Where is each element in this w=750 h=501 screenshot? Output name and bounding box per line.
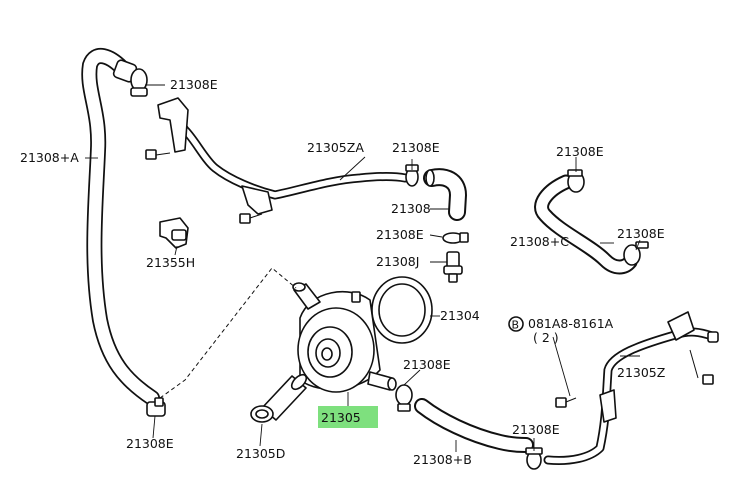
label-21308e-top[interactable]: 21308E [170, 77, 218, 92]
assembly-guide-line [159, 267, 297, 399]
hose-21308b[interactable] [414, 398, 534, 453]
label-21308a[interactable]: 21308+A [20, 150, 79, 165]
clamp-21308e-bottom-left[interactable] [146, 397, 166, 417]
part-highlight [318, 406, 378, 428]
bolt-callout[interactable]: B 081A8-8161A ( 2 ) [508, 316, 614, 345]
pipe-21305za[interactable] [157, 97, 410, 215]
bolt-icon [239, 213, 263, 224]
clamp-21308e-right-top[interactable] [567, 169, 585, 193]
bolt-icon [555, 397, 577, 408]
leader-lines [85, 84, 641, 452]
oil-cooler-21305[interactable] [292, 282, 397, 393]
connector-21305d[interactable] [250, 372, 309, 423]
hose-21308c[interactable] [534, 174, 638, 275]
label-21305[interactable]: 21305 [321, 410, 361, 425]
label-21308[interactable]: 21308 [391, 201, 431, 216]
clamp-21308e-right-bottom[interactable] [623, 241, 649, 266]
label-21308e-right-top[interactable]: 21308E [556, 144, 604, 159]
label-21308b[interactable]: 21308+B [413, 452, 472, 467]
label-21308c[interactable]: 21308+C [510, 234, 569, 249]
label-21308e-bottom-left[interactable]: 21308E [126, 436, 174, 451]
clamp-21308e-bottom-right[interactable] [525, 447, 543, 470]
label-21305d[interactable]: 21305D [236, 446, 285, 461]
gasket-21304[interactable] [371, 276, 433, 344]
hose-21308[interactable] [423, 168, 467, 221]
bolt-marker-letter: B [512, 319, 520, 332]
bolt-icon [145, 149, 171, 160]
label-21308e-bottom-right[interactable]: 21308E [512, 422, 560, 437]
label-21308e-cooler[interactable]: 21308E [403, 357, 451, 372]
label-21355h[interactable]: 21355H [146, 255, 195, 270]
label-21305za[interactable]: 21305ZA [307, 140, 364, 155]
fitting-21308j[interactable] [443, 251, 463, 283]
clamp-21308e-top[interactable] [130, 68, 148, 97]
label-21308e-right-bottom[interactable]: 21308E [617, 226, 665, 241]
bolt-icon [689, 349, 714, 385]
pipe-21305z[interactable] [543, 311, 719, 465]
label-21308j[interactable]: 21308J [376, 254, 419, 269]
clamp-21308e-lower[interactable] [442, 232, 469, 244]
label-21304[interactable]: 21304 [440, 308, 480, 323]
clamp-21308e-cooler[interactable] [395, 384, 413, 412]
label-bolt-code: 081A8-8161A [528, 316, 614, 331]
clip-21355h[interactable] [159, 217, 189, 249]
label-21305z[interactable]: 21305Z [617, 365, 665, 380]
label-21308e-clamp[interactable]: 21308E [376, 227, 424, 242]
label-bolt-qty: ( 2 ) [533, 330, 559, 345]
circled-b-marker-icon [508, 316, 524, 332]
hose-21308a[interactable] [81, 48, 160, 406]
label-21308e-mid[interactable]: 21308E [392, 140, 440, 155]
